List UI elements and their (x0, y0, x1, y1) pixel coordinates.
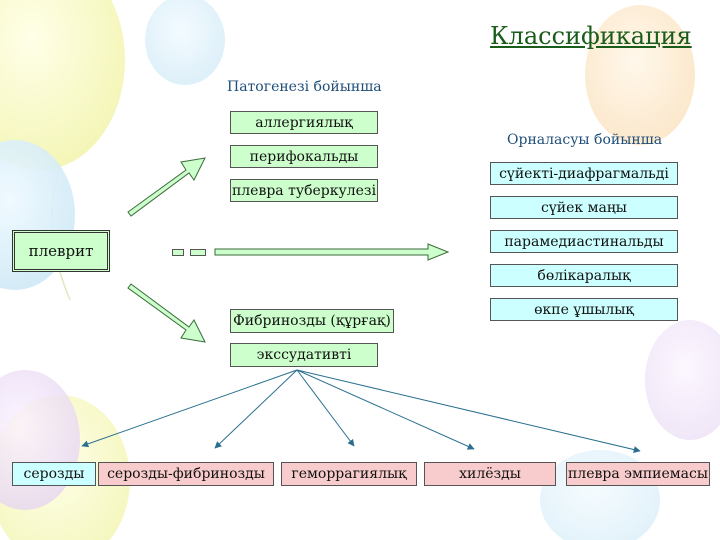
exudate-type-empyema: плевра эмпиемасы (566, 462, 710, 486)
localization-item-costodiaphragmatic: сүйекті-диафрагмальді (490, 162, 678, 185)
pathogenesis-item-perifocal: перифокальды (230, 145, 378, 168)
arrow-up-right (127, 157, 206, 217)
localization-item-apical: өкпе ұшылық (490, 298, 678, 321)
arrow-down-right (127, 283, 206, 343)
dash-segment-1 (172, 249, 184, 256)
pathogenesis-item-allergic: аллергиялық (230, 111, 378, 134)
exudate-item-exudative: экссудативті (230, 343, 378, 367)
exudate-type-serous: серозды (12, 462, 96, 486)
exudate-type-hemorrhagic: геморрагиялық (281, 462, 417, 486)
localization-item-paracostal: сүйек маңы (490, 196, 678, 219)
exudate-type-serofibrinous: серозды-фибринозды (98, 462, 274, 486)
localization-item-paramediastinal: парамедиастинальды (490, 230, 678, 253)
exudate-type-chylous: хилёзды (424, 462, 556, 486)
arrow-right (214, 243, 450, 261)
pleurisy-node: плеврит (12, 230, 110, 272)
pathogenesis-item-tuberculosis: плевра туберкулезі (230, 179, 378, 202)
page-title: Классификация (490, 22, 692, 50)
exudate-item-fibrinous: Фибринозды (құрғақ) (230, 309, 394, 333)
dash-segment-2 (190, 249, 206, 256)
localization-heading: Орналасуы бойынша (507, 132, 663, 148)
exudate-fan-lines (81, 369, 641, 453)
localization-item-interlobar: бөлікаралық (490, 264, 678, 287)
pathogenesis-heading: Патогенезі бойынша (227, 79, 382, 95)
